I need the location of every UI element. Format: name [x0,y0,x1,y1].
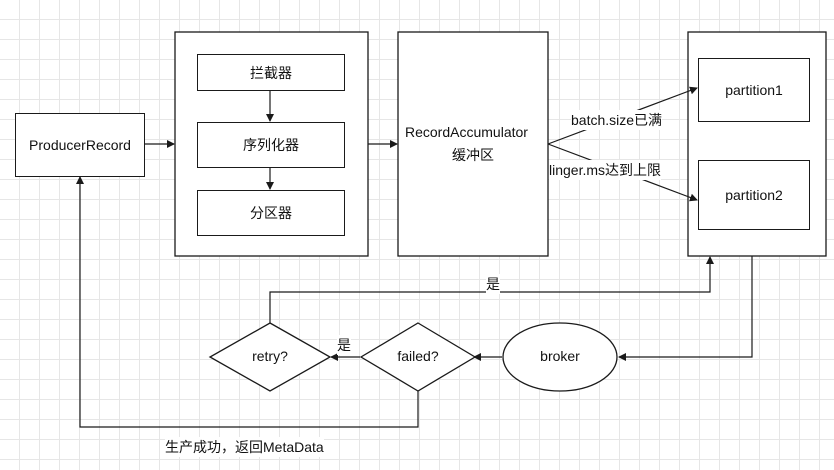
record-accumulator-box [397,31,549,257]
broker-shape [502,322,618,392]
failed-decision-shape [359,322,477,392]
retry-label: retry? [252,348,288,364]
accumulator-label-line2: 缓冲区 [452,147,494,163]
linger-ms-label: linger.ms达到上限 [549,160,662,180]
interceptor-node: 拦截器 [197,54,345,91]
batch-size-label: batch.size已满 [571,110,663,130]
producer-record-label: ProducerRecord [29,137,131,153]
retry-yes-label: 是 [486,274,500,294]
producer-record-node: ProducerRecord [15,113,145,177]
failed-yes-label: 是 [337,335,351,355]
serializer-label: 序列化器 [243,137,299,153]
accumulator-label-line1: RecordAccumulator [405,124,528,140]
partition1-node: partition1 [698,58,810,122]
interceptor-label: 拦截器 [250,64,292,81]
broker-label: broker [540,348,580,364]
edge-success-to-producer [76,176,419,428]
success-label: 生产成功，返回MetaData [165,437,324,457]
partitioner-node: 分区器 [197,190,345,236]
serializer-node: 序列化器 [197,122,345,168]
partition2-label: partition2 [725,187,783,203]
failed-label: failed? [397,348,439,364]
partitioner-label: 分区器 [250,205,292,221]
retry-decision-shape [208,322,332,392]
edge-partition-to-broker [618,256,753,361]
partition1-label: partition1 [725,82,783,98]
partition2-node: partition2 [698,160,810,230]
